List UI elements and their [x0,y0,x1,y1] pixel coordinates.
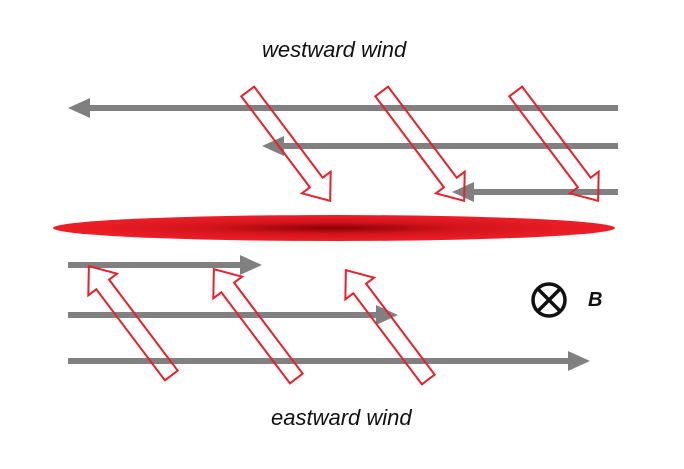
circled-times-icon [531,282,567,318]
eastward-wind-arrows [68,255,590,371]
eastward-wind-arrow [68,305,398,325]
magnetic-field-label: B [588,289,603,311]
current-sheet [53,215,615,241]
westward-wind-arrow [262,136,618,156]
current-arrow [373,85,466,203]
eastward-wind-label: eastward wind [271,405,412,430]
eastward-wind-arrow [68,351,590,371]
westward-wind-label: westward wind [262,37,407,62]
westward-wind-arrows [68,98,618,202]
current-arrow [344,268,437,386]
lower-current-arrows [87,264,437,386]
eastward-wind-arrow [68,255,262,275]
current-arrow [507,85,600,203]
current-arrow [87,264,180,382]
upper-current-arrows [239,85,600,203]
current-arrow [239,85,332,203]
westward-wind-arrow [68,98,618,118]
current-arrow [212,267,305,385]
westward-wind-arrow [452,182,618,202]
